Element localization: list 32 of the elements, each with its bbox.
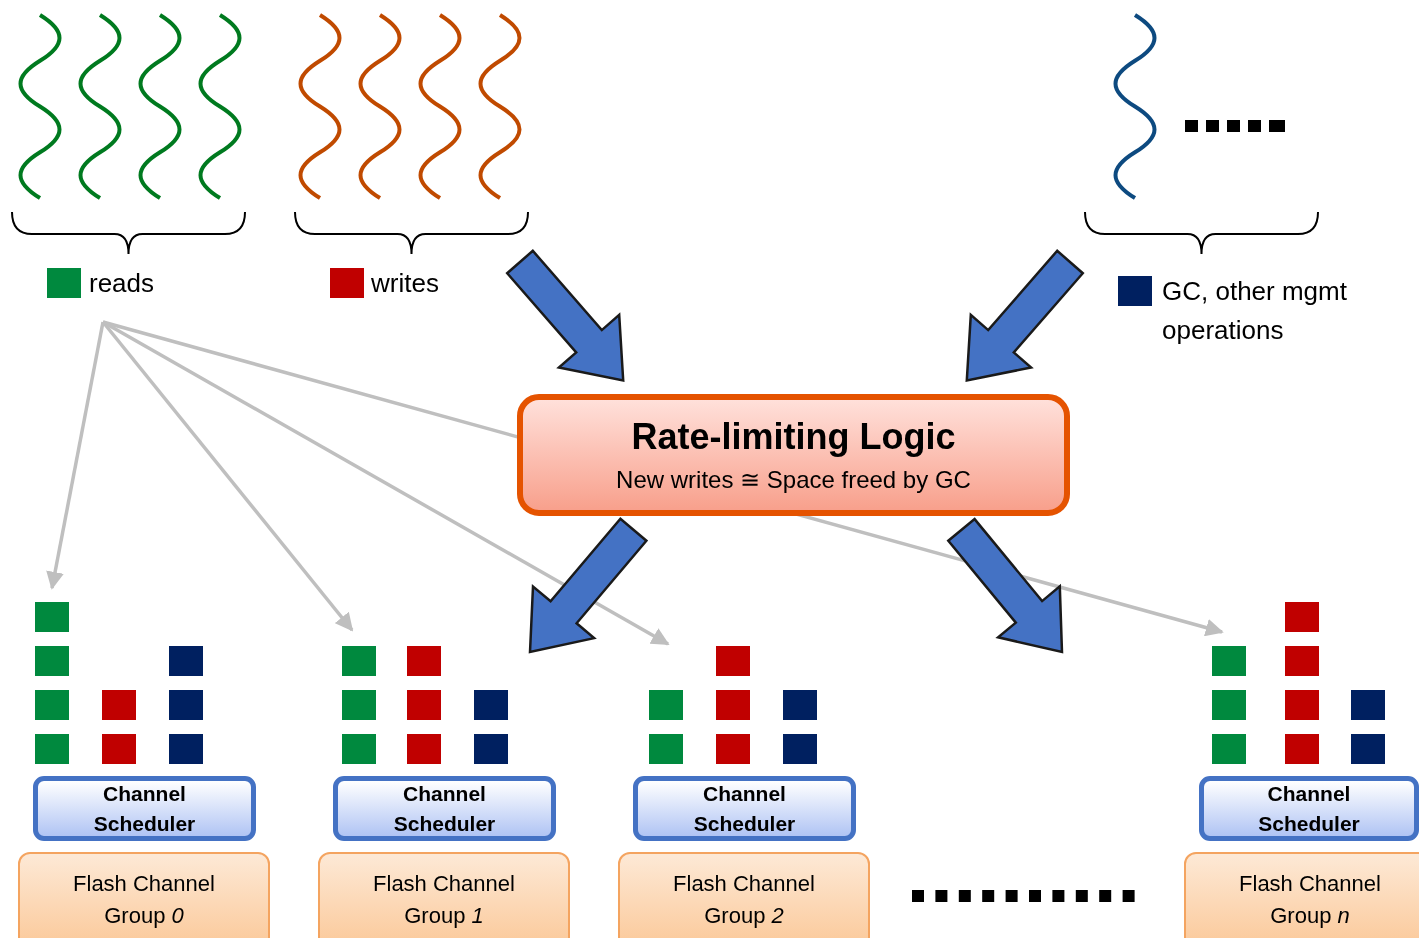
- read-queue: [1212, 646, 1246, 764]
- scheduler-box: [333, 776, 556, 841]
- group-label: Flash Channel Group 0: [72, 870, 216, 930]
- channel-group-box: [618, 852, 870, 938]
- title-text: Rate-limiting Logic: [631, 416, 956, 458]
- read-queue: [35, 602, 69, 764]
- group-label: Flash Channel Group 2: [672, 870, 816, 930]
- scheduler-box: [633, 776, 856, 841]
- scheduler-box: [33, 776, 256, 841]
- arrow: [46, 321, 105, 590]
- read-queue: [649, 690, 683, 764]
- read-queue: [342, 646, 376, 764]
- group-label: Flash Channel Group 1: [372, 870, 516, 930]
- channel-group-box: [18, 852, 270, 938]
- legend-label: GC, other mgmt operations: [1162, 275, 1348, 347]
- block-arrow: [965, 249, 1085, 382]
- block-arrow: [505, 249, 625, 382]
- channel-group-box: [318, 852, 570, 938]
- scheduler-label: Channel Scheduler: [692, 780, 797, 837]
- logic-box: [517, 394, 1070, 516]
- scheduler-label: Channel Scheduler: [1257, 780, 1361, 837]
- block-arrow: [946, 517, 1064, 654]
- scheduler-label: Channel Scheduler: [92, 780, 197, 837]
- channel-group-box: [1184, 852, 1419, 938]
- legend-label: writes: [371, 267, 440, 300]
- legend-label: reads: [89, 267, 156, 300]
- formula-text: New writes ≅ Space freed by GC: [616, 466, 971, 494]
- block-arrow: [528, 517, 649, 654]
- arrow: [102, 320, 670, 646]
- scheduler-label: Channel Scheduler: [392, 780, 497, 837]
- group-label: Flash Channel Group n: [1238, 870, 1382, 930]
- scheduler-box: [1199, 776, 1419, 841]
